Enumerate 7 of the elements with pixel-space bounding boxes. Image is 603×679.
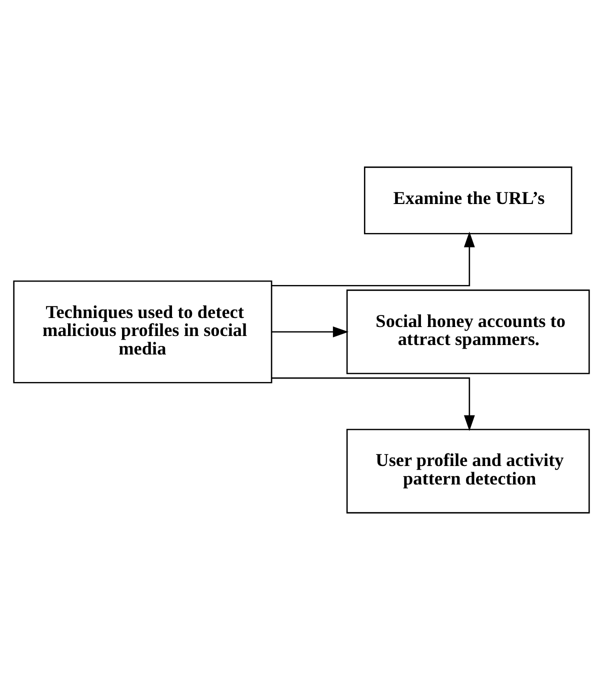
arrow — [272, 326, 349, 337]
node-box: Examine the URL’s — [364, 166, 572, 234]
arrow — [272, 231, 475, 286]
arrow — [272, 376, 475, 430]
node-box: Social honey accounts to attract spammers. — [346, 289, 590, 374]
node-box: User profile and activity pattern detection — [346, 428, 590, 513]
node-box: Techniques used to detect malicious profiles in social media — [13, 280, 272, 383]
